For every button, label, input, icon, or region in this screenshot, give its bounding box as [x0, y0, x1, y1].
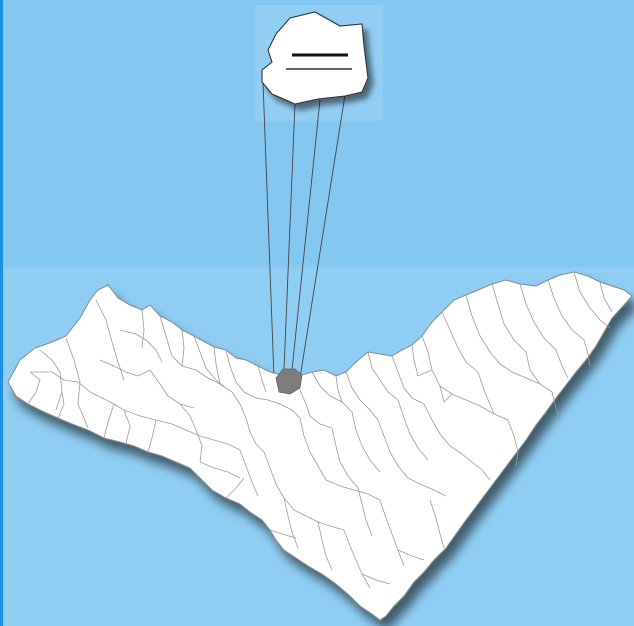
highlighted-municipality: [275, 368, 303, 395]
municipal-border: [325, 479, 381, 501]
connector-lines: [262, 81, 346, 379]
left-border: [0, 0, 3, 626]
municipal-border: [397, 399, 429, 461]
municipal-border: [599, 281, 613, 313]
municipal-border: [119, 329, 163, 363]
municipal-border: [343, 529, 371, 589]
connector-line: [262, 81, 275, 379]
municipal-border: [181, 329, 185, 367]
municipal-border: [439, 385, 453, 403]
municipal-border: [573, 271, 611, 329]
municipal-border: [39, 349, 63, 411]
municipal-border: [185, 429, 241, 451]
municipal-border: [429, 499, 445, 549]
municipal-border: [423, 403, 463, 455]
municipal-border: [99, 359, 151, 377]
municipal-border: [311, 371, 353, 413]
municipal-border: [179, 403, 203, 463]
municipal-border: [461, 453, 491, 481]
municipal-border: [583, 339, 591, 367]
municipal-border: [411, 344, 433, 377]
municipal-border: [377, 419, 409, 479]
municipal-border: [27, 371, 41, 405]
municipal-border: [507, 419, 519, 467]
inset-municipality-shape: [261, 11, 369, 105]
municipal-border: [141, 309, 145, 349]
municipal-border: [57, 391, 65, 419]
municipal-border: [361, 573, 391, 585]
municipal-border: [397, 549, 425, 561]
municipal-border: [30, 371, 91, 393]
municipal-border: [525, 351, 541, 385]
municipal-border: [499, 363, 553, 393]
municipal-border: [555, 349, 569, 379]
municipal-border: [379, 499, 405, 567]
municipal-border: [269, 529, 297, 539]
municipal-border: [465, 294, 501, 365]
municipal-border: [213, 346, 221, 385]
municipal-border: [335, 375, 343, 403]
municipal-border: [345, 371, 379, 421]
municipal-border: [317, 521, 333, 571]
municipal-border: [263, 451, 295, 511]
municipal-border: [331, 427, 359, 489]
municipal-border: [95, 299, 125, 381]
municipal-border: [477, 371, 495, 415]
municipal-border: [239, 403, 265, 453]
municipal-border: [547, 279, 585, 341]
municipal-border: [451, 393, 509, 421]
municipal-border: [299, 389, 333, 429]
municipal-border: [351, 411, 381, 473]
municipal-border: [65, 337, 89, 429]
municipal-border: [491, 283, 527, 353]
municipal-border: [103, 403, 115, 439]
connector-line: [291, 99, 321, 371]
municipal-border: [367, 351, 399, 401]
municipal-border: [407, 477, 447, 497]
municipal-border: [357, 487, 373, 537]
municipal-border: [299, 417, 327, 481]
connector-line: [299, 94, 346, 379]
municipal-borders: [27, 271, 613, 589]
municipal-border: [391, 355, 425, 405]
municipal-border: [551, 391, 561, 421]
municipal-border: [519, 283, 557, 351]
municipal-border: [257, 365, 267, 393]
municipal-border: [239, 449, 259, 497]
municipal-border: [147, 419, 157, 453]
municipal-border: [225, 349, 257, 399]
state-outline: [7, 271, 633, 621]
municipal-border: [89, 391, 131, 445]
municipal-border: [159, 315, 197, 371]
municipal-border: [441, 311, 479, 373]
municipal-border: [283, 497, 299, 549]
municipal-border: [255, 397, 301, 419]
municipal-border: [149, 369, 195, 409]
municipal-border: [225, 477, 245, 499]
municipal-border: [199, 461, 241, 479]
connector-line: [283, 102, 296, 371]
